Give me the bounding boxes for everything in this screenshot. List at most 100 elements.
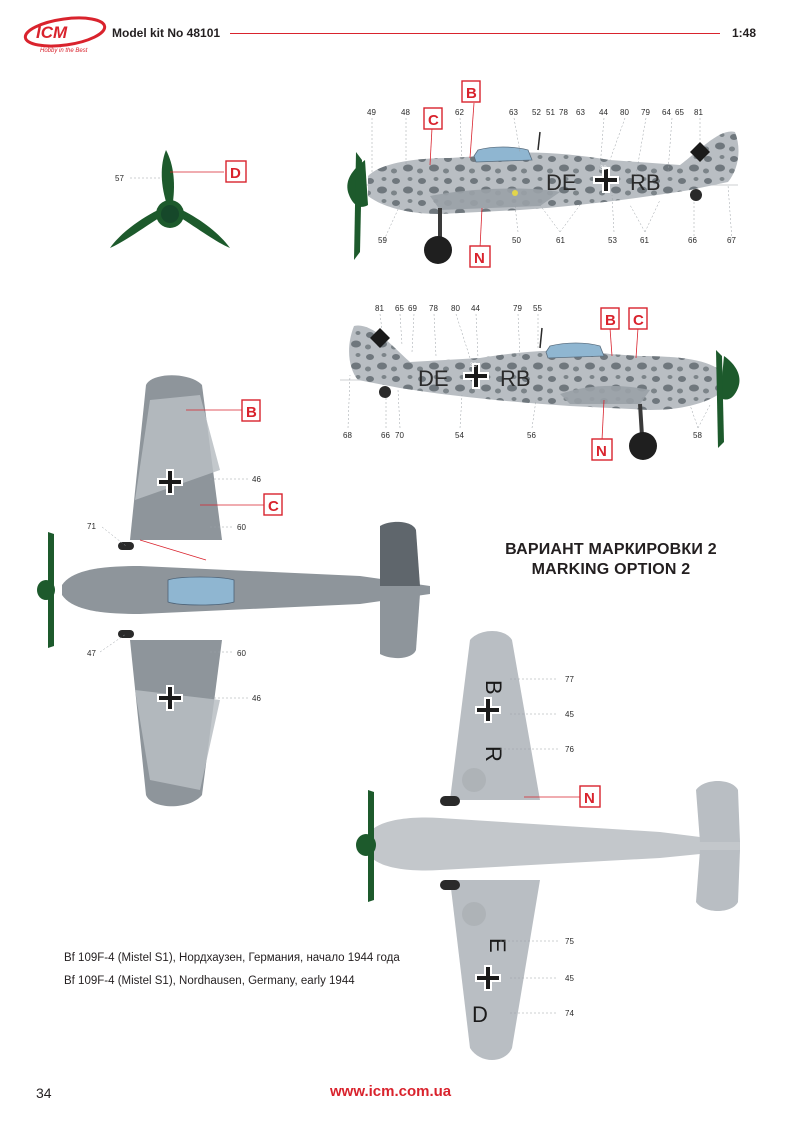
decal-number: 53 xyxy=(608,236,617,245)
decal-number: 78 xyxy=(429,304,438,313)
decal-number: 56 xyxy=(527,431,536,440)
decal-number: 76 xyxy=(565,745,574,754)
svg-text:C: C xyxy=(428,112,439,129)
decal-number: 62 xyxy=(455,108,464,117)
svg-text:B: B xyxy=(466,85,477,102)
lower-wing-right xyxy=(450,631,540,800)
fuel-triangle xyxy=(512,190,518,196)
decal-number: 50 xyxy=(512,236,521,245)
canopy-top xyxy=(167,576,235,606)
decal-number: 77 xyxy=(565,675,574,684)
decal-number: 57 xyxy=(115,174,124,183)
decal-number: 79 xyxy=(513,304,522,313)
color-callout-n-left: N xyxy=(469,245,491,268)
color-callout-n-right: N xyxy=(591,438,613,461)
main-wheel xyxy=(629,432,657,460)
color-callout-b-left: B xyxy=(461,80,481,103)
decal-number: 63 xyxy=(576,108,585,117)
color-callout-d-prop: D xyxy=(225,160,247,183)
svg-text:B: B xyxy=(605,312,616,329)
decal-number: 67 xyxy=(727,236,736,245)
decal-number: 68 xyxy=(343,431,352,440)
wing-root xyxy=(430,188,560,210)
left-side-profile: DE RB 38 xyxy=(347,102,739,264)
kit-number: Model kit No 48101 xyxy=(112,26,221,40)
antenna xyxy=(537,131,541,151)
decal-number: 79 xyxy=(641,108,650,117)
decal-number: 65 xyxy=(395,304,404,313)
decal-number: 81 xyxy=(694,108,703,117)
lower-wing-left xyxy=(450,880,540,1060)
decal-number: 61 xyxy=(556,236,565,245)
fuselage-top xyxy=(62,566,430,614)
decal-number: 54 xyxy=(455,431,464,440)
tail-wheel xyxy=(379,386,391,398)
website-link[interactable]: www.icm.com.ua xyxy=(330,1083,452,1100)
scale-label: 1:48 xyxy=(731,26,756,40)
decal-number: 78 xyxy=(559,108,568,117)
decal-number: 49 xyxy=(367,108,376,117)
marking-heading-en: MARKING OPTION 2 xyxy=(531,561,691,578)
decal-number: 48 xyxy=(401,108,410,117)
color-callout-b-right: B xyxy=(600,307,620,330)
tailplane-right xyxy=(380,521,420,586)
decal-number: 66 xyxy=(688,236,697,245)
lower-tailplane-left xyxy=(696,850,740,911)
code-left: DE xyxy=(546,170,577,195)
decal-number: 70 xyxy=(395,431,404,440)
decal-number: 60 xyxy=(237,523,246,532)
decal-number: 46 xyxy=(252,694,261,703)
propeller-under xyxy=(368,790,374,902)
svg-text:C: C xyxy=(633,312,644,329)
decal-number: 64 xyxy=(662,108,671,117)
decal-number: 60 xyxy=(237,649,246,658)
antenna xyxy=(539,327,543,349)
code-left: DE xyxy=(418,366,449,391)
decal-number: 69 xyxy=(408,304,417,313)
color-callout-n-under: N xyxy=(579,785,601,808)
under-letter-left-2: D xyxy=(472,1002,488,1027)
decal-number: 59 xyxy=(378,236,387,245)
color-callout-c-top: C xyxy=(263,493,283,516)
decal-number: 65 xyxy=(675,108,684,117)
top-view xyxy=(37,375,430,807)
decal-number: 47 xyxy=(87,649,96,658)
decal-number: 74 xyxy=(565,1009,574,1018)
decal-number: 80 xyxy=(451,304,460,313)
decal-number: 63 xyxy=(509,108,518,117)
decal-number: 66 xyxy=(381,431,390,440)
wing-root xyxy=(560,385,650,404)
under-letter-right-2: B xyxy=(481,680,506,695)
svg-text:C: C xyxy=(268,498,279,515)
under-letter-left-1: E xyxy=(485,938,510,953)
canopy xyxy=(473,146,533,163)
color-callout-c-right: C xyxy=(628,307,648,330)
lower-tailplane-right xyxy=(696,781,740,842)
svg-text:B: B xyxy=(246,404,257,421)
decal-number: 75 xyxy=(565,937,574,946)
svg-text:N: N xyxy=(584,790,595,807)
fuselage-under xyxy=(372,817,740,871)
svg-text:N: N xyxy=(596,443,607,460)
nose-number: 38 xyxy=(470,363,477,369)
propeller-blade xyxy=(354,152,362,260)
decal-number: 45 xyxy=(565,974,574,983)
code-right: RB xyxy=(500,366,531,391)
svg-text:N: N xyxy=(474,250,485,267)
right-side-profile: DE RB 38 xyxy=(340,313,740,460)
icm-logo: ICM Hobby in the Best xyxy=(23,16,107,54)
marking-heading-ru: ВАРИАНТ МАРКИРОВКИ 2 xyxy=(505,541,717,558)
decal-number: 55 xyxy=(533,304,542,313)
decal-number: 80 xyxy=(620,108,629,117)
color-callout-c-left: C xyxy=(423,107,443,130)
color-callout-b-top: B xyxy=(241,399,261,422)
decal-number: 58 xyxy=(693,431,702,440)
propeller-blade-right xyxy=(178,210,230,248)
decal-number: 61 xyxy=(640,236,649,245)
code-right: RB xyxy=(630,170,661,195)
decal-number: 71 xyxy=(87,522,96,531)
svg-text:D: D xyxy=(230,165,241,182)
page-number: 34 xyxy=(36,1085,52,1101)
decal-number: 44 xyxy=(599,108,608,117)
